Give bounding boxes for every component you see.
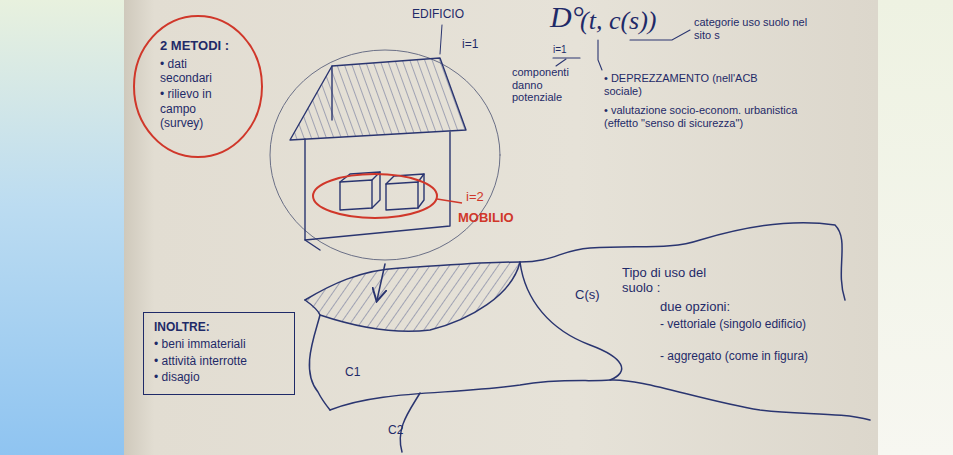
note-text: - vettoriale (singolo edificio) — [660, 318, 820, 332]
annotation: componenti danno potenziale — [512, 66, 586, 104]
note-text: - aggregato (come in figura) — [660, 350, 820, 364]
part-name: EDIFICIO — [412, 8, 464, 22]
formula-symbol: D° — [550, 0, 584, 35]
annotation: categorie uso suolo nel sito s — [694, 16, 826, 41]
bullet-item: • rilievo in campo (survey) — [160, 87, 240, 130]
method-circle: 2 METODI : • dati secondari• rilievo in c… — [138, 16, 258, 157]
index-note: i=2 — [466, 190, 484, 205]
formula-leaders — [553, 30, 690, 70]
background-band — [0, 0, 124, 455]
formula-term: C(s) — [575, 288, 600, 303]
circle-outline — [138, 16, 258, 157]
bullet-item: • disagio — [154, 370, 284, 384]
furniture-highlight — [313, 174, 462, 218]
land-use-map — [305, 223, 870, 452]
annotation: • DEPREZZAMENTO (nell'ACB sociale) — [604, 72, 764, 97]
bullet-item: • attività interrotte — [154, 354, 284, 368]
region-name: C2 — [388, 424, 403, 438]
note-box: INOLTRE: • beni immateriali • attività int… — [143, 312, 295, 395]
index-note: i=1 — [462, 38, 478, 52]
node-heading: 2 METODI : — [160, 38, 240, 54]
note-text: Tipo di uso del suolo : — [622, 266, 732, 296]
node-heading: INOLTRE: — [154, 320, 284, 334]
node-content: INOLTRE: • beni immateriali • attività int… — [144, 313, 294, 394]
bullet-item: • beni immateriali — [154, 337, 284, 351]
annotation: • valutazione socio-econom. urbanistica … — [604, 104, 809, 129]
region-name: C1 — [345, 366, 360, 380]
formula-subscript: i=1 — [553, 44, 567, 56]
part-name: MOBILIO — [458, 211, 514, 226]
background-band — [878, 0, 953, 455]
node-content: 2 METODI : • dati secondari• rilievo in c… — [138, 16, 258, 143]
note-text: due opzioni: — [660, 300, 730, 315]
formula-arguments: (t, c(s)) — [580, 6, 657, 36]
bullet-item: • dati secondari — [160, 57, 240, 86]
